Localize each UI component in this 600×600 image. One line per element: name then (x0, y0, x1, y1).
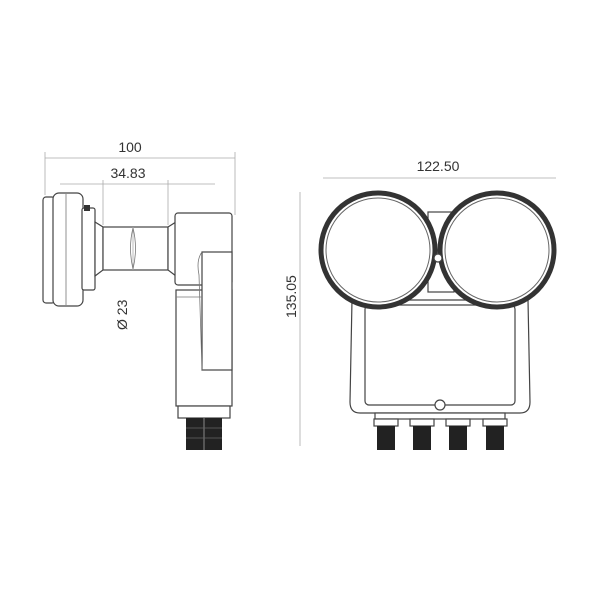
feedhorn-left (318, 190, 438, 310)
lnb-body-front (349, 299, 531, 420)
feedhorn-flange (42, 192, 104, 307)
front-view: 122.50 135.05 (283, 158, 557, 450)
connectors-front (373, 418, 508, 450)
dimension-tube-length: 34.83 (60, 165, 215, 225)
dimension-label-34-83: 34.83 (110, 165, 145, 181)
dimension-width: 122.50 (323, 158, 556, 179)
side-view: 100 34.83 Ø 23 (42, 139, 236, 450)
dimension-label-diameter: Ø 23 (114, 299, 130, 330)
connector-3 (445, 418, 471, 450)
feed-tube: Ø 23 (102, 220, 177, 330)
dimension-overall-length: 100 (44, 139, 236, 215)
connector-1 (373, 418, 399, 450)
connector-2 (409, 418, 435, 450)
dimension-label-100: 100 (118, 139, 142, 155)
dimension-label-122-50: 122.50 (417, 158, 460, 174)
connector-4 (482, 418, 508, 450)
dimension-label-135-05: 135.05 (283, 275, 299, 318)
lnb-body-side (174, 212, 233, 450)
dimension-height: 135.05 (283, 192, 301, 446)
feedhorn-right (437, 190, 557, 310)
